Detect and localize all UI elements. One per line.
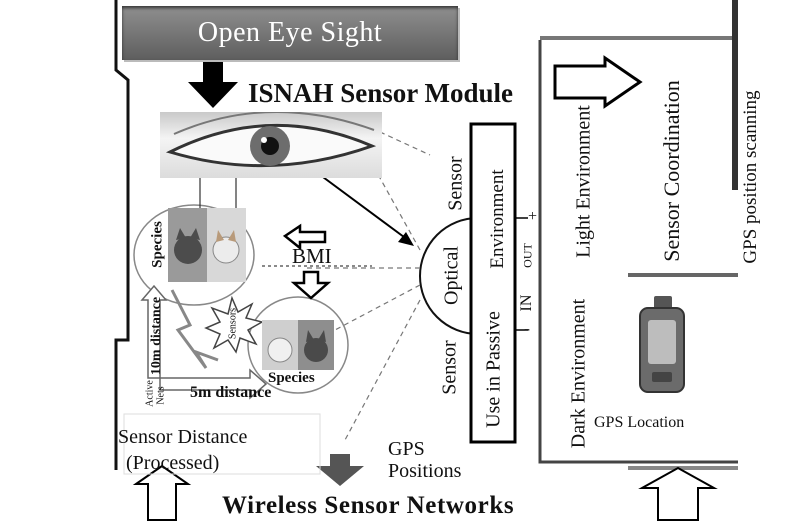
sensor-bottom-label: Sensor: [438, 340, 461, 395]
down-arrow-title: [188, 62, 238, 108]
sensor-distance-line1: Sensor Distance: [118, 426, 248, 448]
bmi-left-arrow: [282, 223, 327, 251]
gps-device-icon: [639, 296, 685, 393]
hollow-right-arrow: [553, 55, 643, 109]
sensors-burst-label: Sensors: [227, 307, 239, 340]
left-frame: [114, 0, 130, 470]
species-circle-right: [247, 296, 349, 394]
out-label: OUT: [520, 243, 535, 268]
distance-10m-label: 10m distance: [149, 296, 164, 376]
distance-5m-label: 5m distance: [190, 384, 272, 401]
bmi-down-arrow: [290, 270, 332, 300]
gps-scanning-label: GPS position scanning: [740, 90, 761, 264]
species-image-right: [262, 320, 334, 370]
in-label: IN: [518, 294, 535, 312]
species-image-left: [168, 208, 246, 282]
plus-label: +: [528, 208, 538, 225]
right-arrow-5m: [159, 368, 268, 400]
bmi-label: BMI: [292, 244, 332, 268]
optical-label: Optical: [440, 246, 463, 305]
title-box: Open Eye Sight: [122, 6, 458, 60]
sensors-burst: [204, 295, 264, 354]
zigzag: [170, 289, 219, 369]
species-circle-left: [133, 204, 255, 306]
right-frame: [538, 40, 738, 464]
bottom-up-arrow-right: [638, 466, 718, 521]
module-label: ISNAH Sensor Module: [248, 78, 514, 108]
sensor-top-label: Sensor: [444, 156, 467, 211]
gps-down-arrow: [316, 454, 364, 486]
dark-environment-label: Dark Environment: [567, 298, 590, 449]
eye-to-optical-arrowhead: [398, 232, 414, 246]
footer-title: Wireless Sensor Networks: [222, 492, 515, 519]
optical-semicircle: [419, 217, 479, 335]
gps-location-label: GPS Location: [594, 414, 685, 431]
gps-positions-line1: GPS: [388, 438, 425, 460]
sensor-distance-line2: (Processed): [126, 452, 220, 474]
use-in-passive-label: Use in Passive: [482, 311, 505, 428]
sensor-coordination-label: Sensor Coordination: [659, 80, 684, 262]
species-label-left: Species: [149, 221, 166, 268]
nets-label: Nets: [155, 386, 167, 405]
passive-env-box: [469, 122, 517, 444]
gps-positions-line2: Positions: [388, 460, 462, 482]
environment-label: Environment: [487, 169, 508, 269]
up-arrow-10m: [140, 284, 168, 379]
active-label: Active: [144, 380, 156, 407]
light-environment-label: Light Environment: [572, 105, 595, 258]
bottom-up-arrow-left: [132, 464, 192, 521]
minus-label: -: [524, 318, 530, 338]
title-text: Open Eye Sight: [197, 17, 383, 48]
species-label-right: Species: [268, 370, 315, 386]
eye-image: [160, 112, 382, 178]
